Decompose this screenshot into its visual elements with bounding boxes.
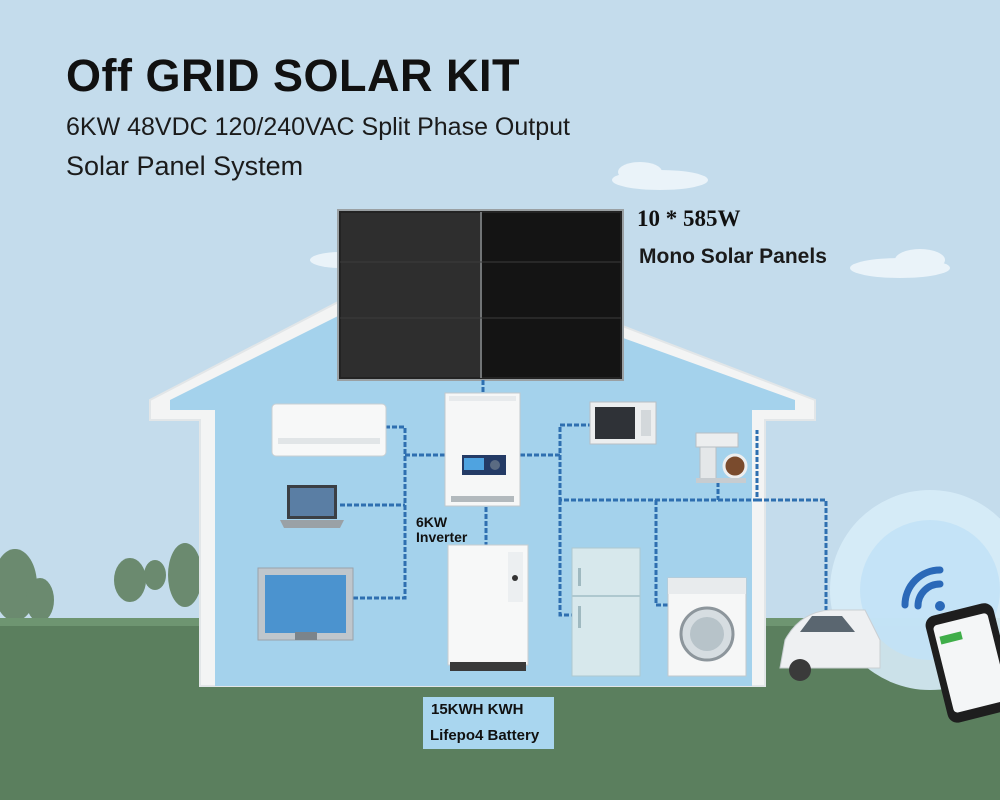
wifi-icon <box>901 566 945 611</box>
wiring <box>340 380 828 617</box>
battery-label-box <box>423 697 554 749</box>
laptop-icon <box>280 485 344 528</box>
system-spec-subtitle: 6KW 48VDC 120/240VAC Split Phase Output <box>66 113 570 141</box>
solar-panel-type-label: Mono Solar Panels <box>639 245 827 268</box>
inverter-label: 6KW Inverter <box>416 514 468 545</box>
smartphone-icon <box>925 603 1000 723</box>
electric-car-icon <box>779 609 881 681</box>
coffee-machine-icon <box>695 432 748 483</box>
left-trees <box>0 543 202 622</box>
inverter-icon <box>444 392 521 507</box>
page-title: Off GRID SOLAR KIT <box>66 50 520 101</box>
solar-panel-icon <box>337 209 624 381</box>
refrigerator-icon <box>571 547 641 677</box>
air-conditioner-icon <box>271 403 387 457</box>
monitor-icon <box>257 567 354 641</box>
battery-type-label: Lifepo4 Battery <box>430 727 540 744</box>
washing-machine-icon <box>667 577 747 677</box>
solar-panel-count-label: 10 * 585W <box>637 206 741 231</box>
battery-icon <box>447 544 529 671</box>
system-name-subtitle: Solar Panel System <box>66 151 304 181</box>
microwave-icon <box>589 401 657 445</box>
battery-capacity-label: 15KWH KWH <box>431 701 524 718</box>
